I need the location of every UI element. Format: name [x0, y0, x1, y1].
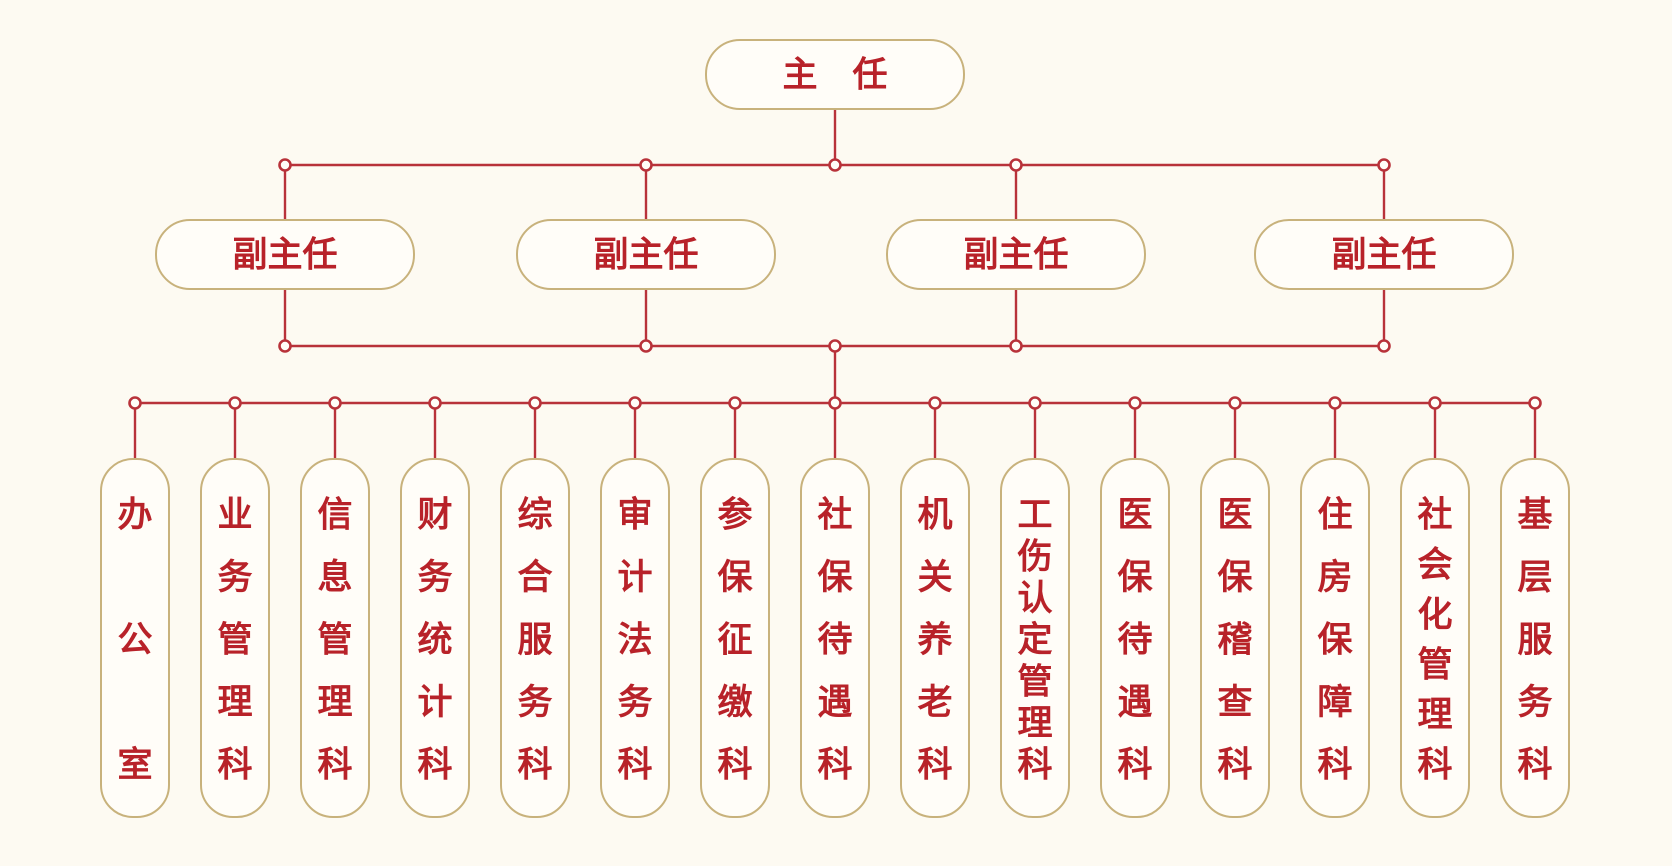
- deputy-2-top-dot: [639, 158, 653, 172]
- deputy-box-4: 副主任: [1254, 219, 1514, 290]
- department-label: 审计法务科: [617, 496, 652, 786]
- department-label: 参保征缴科: [717, 496, 753, 786]
- department-12-dot: [1228, 396, 1242, 410]
- deputy-label: 副主任: [232, 236, 337, 276]
- department-box-3: 信息管理科: [300, 458, 370, 818]
- department-box-1: 办公室: [100, 458, 170, 818]
- department-label: 医保待遇科: [1117, 496, 1153, 786]
- deputy-3-bottom-dot: [1009, 339, 1023, 353]
- department-10-dot: [1028, 396, 1042, 410]
- department-box-11: 医保待遇科: [1100, 458, 1170, 818]
- department-box-7: 参保征缴科: [700, 458, 770, 818]
- deputy-1-bottom-dot: [278, 339, 292, 353]
- department-11-dot: [1128, 396, 1142, 410]
- department-label: 基层服务科: [1517, 496, 1552, 786]
- deputy-4-top-dot: [1377, 158, 1391, 172]
- department-label: 信息管理科: [317, 496, 352, 786]
- deputy-label: 副主任: [963, 236, 1068, 276]
- department-label: 财务统计科: [417, 496, 452, 786]
- department-label: 社保待遇科: [817, 496, 853, 786]
- department-box-12: 医保稽查科: [1200, 458, 1270, 818]
- deputy-box-3: 副主任: [886, 219, 1146, 290]
- department-label: 医保稽查科: [1217, 496, 1253, 786]
- department-label: 工伤认定管理科: [1016, 496, 1052, 786]
- center-junction-dot: [828, 339, 842, 353]
- department-box-9: 机关养老科: [900, 458, 970, 818]
- department-label: 综合服务科: [517, 496, 552, 786]
- department-3-dot: [328, 396, 342, 410]
- deputy-label: 副主任: [1331, 236, 1436, 276]
- department-7-dot: [728, 396, 742, 410]
- department-label: 机关养老科: [917, 496, 952, 786]
- department-box-15: 基层服务科: [1500, 458, 1570, 818]
- department-8-dot: [828, 396, 842, 410]
- department-4-dot: [428, 396, 442, 410]
- department-label: 住房保障科: [1317, 496, 1353, 786]
- department-box-6: 审计法务科: [600, 458, 670, 818]
- department-box-10: 工伤认定管理科: [1000, 458, 1070, 818]
- deputy-box-2: 副主任: [516, 219, 776, 290]
- department-box-14: 社会化管理科: [1400, 458, 1470, 818]
- department-1-dot: [128, 396, 142, 410]
- director-box: 主 任: [705, 39, 965, 110]
- department-13-dot: [1328, 396, 1342, 410]
- department-box-13: 住房保障科: [1300, 458, 1370, 818]
- director-label: 主 任: [782, 56, 887, 96]
- deputy-label: 副主任: [593, 236, 698, 276]
- department-9-dot: [928, 396, 942, 410]
- department-box-4: 财务统计科: [400, 458, 470, 818]
- department-box-8: 社保待遇科: [800, 458, 870, 818]
- deputy-3-top-dot: [1009, 158, 1023, 172]
- department-6-dot: [628, 396, 642, 410]
- deputy-1-top-dot: [278, 158, 292, 172]
- junction-dots: [128, 158, 1542, 410]
- department-5-dot: [528, 396, 542, 410]
- department-14-dot: [1428, 396, 1442, 410]
- deputy-box-1: 副主任: [155, 219, 415, 290]
- department-box-2: 业务管理科: [200, 458, 270, 818]
- director-junction-dot: [828, 158, 842, 172]
- department-2-dot: [228, 396, 242, 410]
- deputy-4-bottom-dot: [1377, 339, 1391, 353]
- department-15-dot: [1528, 396, 1542, 410]
- deputy-2-bottom-dot: [639, 339, 653, 353]
- department-label: 业务管理科: [217, 496, 252, 786]
- department-label: 办公室: [117, 496, 152, 786]
- department-label: 社会化管理科: [1417, 496, 1452, 786]
- department-box-5: 综合服务科: [500, 458, 570, 818]
